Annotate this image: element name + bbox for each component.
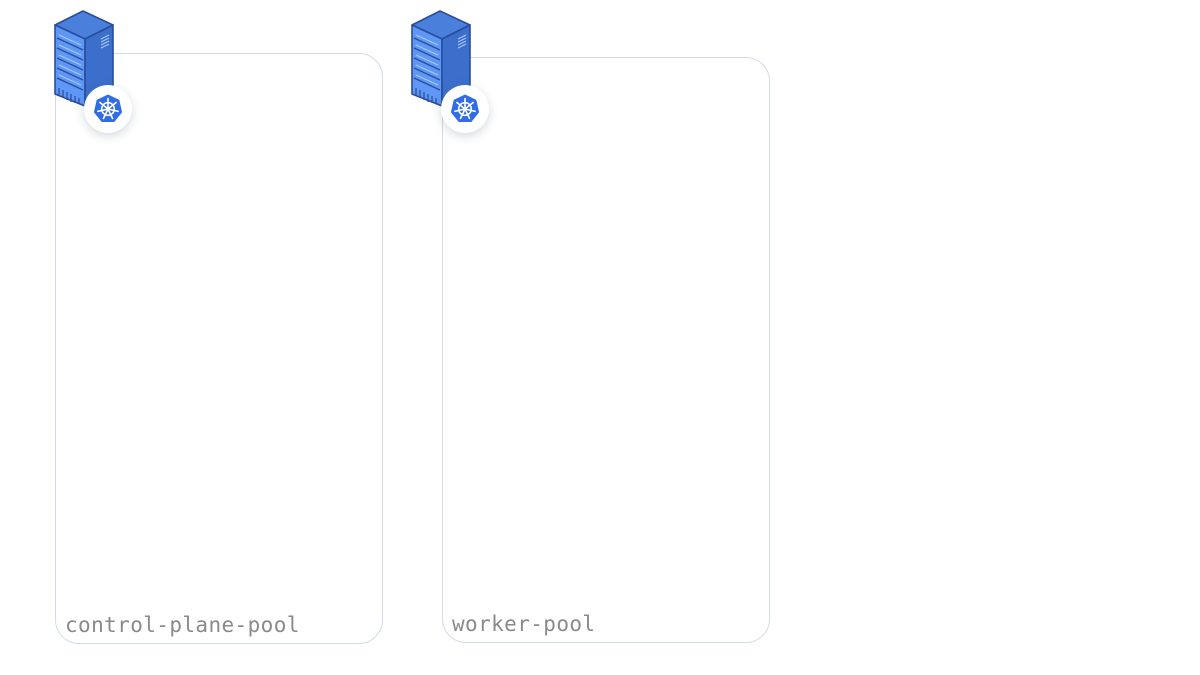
kubernetes-icon	[450, 94, 480, 122]
control-plane-pool-container: control-plane-pool	[55, 53, 383, 644]
kubernetes-icon	[93, 94, 123, 122]
kubernetes-badge	[441, 85, 489, 133]
pool-label: worker-pool	[452, 612, 596, 636]
kubernetes-badge	[84, 85, 132, 133]
worker-pool-container: worker-pool	[442, 57, 770, 643]
pool-label: control-plane-pool	[65, 613, 300, 637]
